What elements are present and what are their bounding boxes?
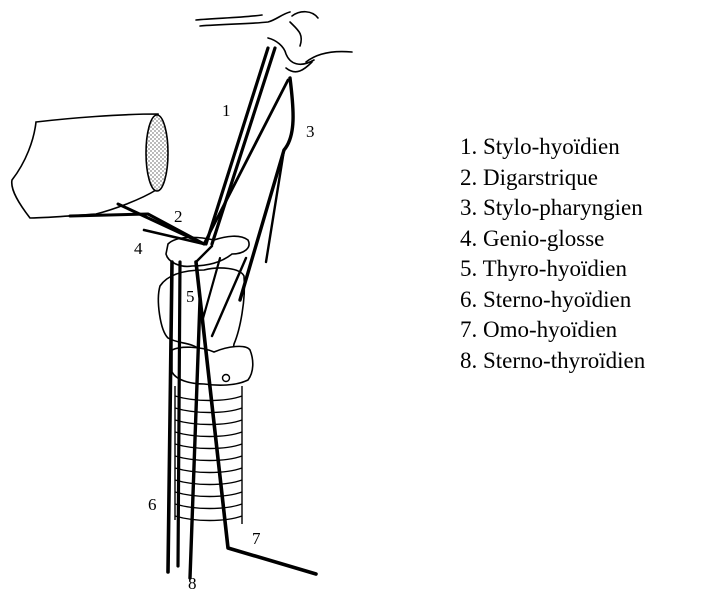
- callout-8: 8: [188, 574, 197, 589]
- skull-base-outline: [196, 12, 352, 72]
- cricoid-cartilage: [172, 346, 253, 385]
- muscle-legend: 1. Stylo-hyoïdien 2. Digarstrique 3. Sty…: [460, 132, 645, 376]
- legend-item: 2. Digarstrique: [460, 163, 645, 194]
- muscle-digastric: [204, 80, 288, 244]
- callout-2: 2: [174, 207, 183, 226]
- callout-6: 6: [148, 495, 157, 514]
- legend-item: 1. Stylo-hyoïdien: [460, 132, 645, 163]
- muscle-stylo-hyoid: [206, 48, 268, 244]
- mandible-cut-surface: [146, 115, 168, 191]
- legend-item: 3. Stylo-pharyngien: [460, 193, 645, 224]
- legend-item: 6. Sterno-hyoïdien: [460, 285, 645, 316]
- callout-1: 1: [222, 101, 231, 120]
- legend-item: 8. Sterno-thyroïdien: [460, 346, 645, 377]
- legend-item: 7. Omo-hyoïdien: [460, 315, 645, 346]
- legend-item: 4. Genio-glosse: [460, 224, 645, 255]
- legend-item: 5. Thyro-hyoïdien: [460, 254, 645, 285]
- callout-7: 7: [252, 529, 261, 548]
- trachea: [175, 386, 242, 524]
- callout-3: 3: [306, 122, 315, 141]
- callout-4: 4: [134, 239, 143, 258]
- callout-5: 5: [186, 287, 195, 306]
- mandible-block: [12, 114, 168, 218]
